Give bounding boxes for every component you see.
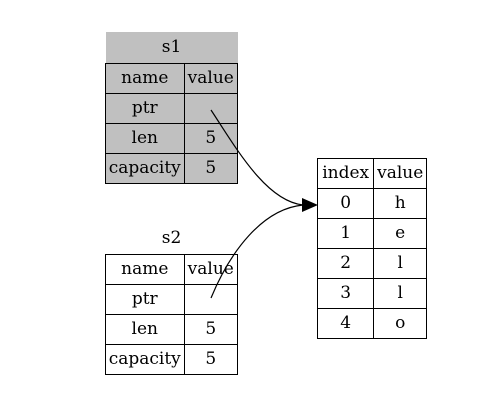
table-row: capacity 5 xyxy=(105,344,239,375)
heap-header-index: index xyxy=(316,158,375,189)
s1-len-name: len xyxy=(105,123,185,154)
s2-ptr-value xyxy=(183,284,239,315)
s2-capacity-name: capacity xyxy=(105,344,185,375)
s1-header-name: name xyxy=(105,63,185,94)
table-row: 2 l xyxy=(316,248,427,279)
heap-index-4: 4 xyxy=(316,308,375,339)
s1-ptr-name: ptr xyxy=(105,93,185,124)
heap-value-4: o xyxy=(373,308,427,339)
s2-len-name: len xyxy=(105,314,185,345)
heap-value-1: e xyxy=(373,218,427,249)
heap-table: index value 0 h 1 e 2 l 3 l 4 o xyxy=(316,158,427,339)
heap-index-1: 1 xyxy=(316,218,375,249)
s2-title: s2 xyxy=(161,228,182,248)
s2-ptr-name: ptr xyxy=(105,284,185,315)
s1-ptr-arrow xyxy=(210,109,304,206)
table-row: 1 e xyxy=(316,218,427,249)
s2-ptr-arrow xyxy=(210,204,304,299)
table-row: 4 o xyxy=(316,308,427,339)
heap-index-0: 0 xyxy=(316,188,375,219)
s1-ptr-value xyxy=(183,93,239,124)
s1-title: s1 xyxy=(105,32,238,64)
s2-table: s2 name value ptr len 5 capacity 5 xyxy=(105,223,239,375)
heap-index-2: 2 xyxy=(316,248,375,279)
s1-capacity-value: 5 xyxy=(183,153,239,184)
table-row: 0 h xyxy=(316,188,427,219)
s1-capacity-name: capacity xyxy=(105,153,185,184)
table-row: ptr xyxy=(105,93,239,124)
s1-len-value: 5 xyxy=(183,123,239,154)
heap-header-value: value xyxy=(373,158,427,189)
s2-capacity-value: 5 xyxy=(183,344,239,375)
heap-value-0: h xyxy=(373,188,427,219)
s2-header-value: value xyxy=(183,254,239,285)
table-row: ptr xyxy=(105,284,239,315)
table-row: capacity 5 xyxy=(105,153,239,184)
s1-table: s1 name value ptr len 5 capacity 5 xyxy=(105,32,239,184)
table-row: len 5 xyxy=(105,123,239,154)
arrowhead-icon xyxy=(302,198,318,212)
